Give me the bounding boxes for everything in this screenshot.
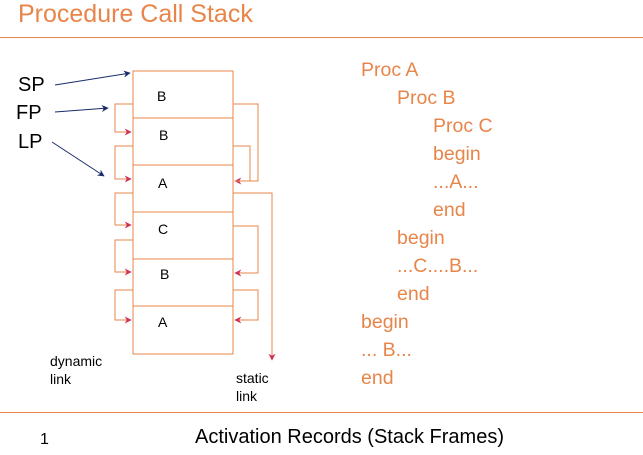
frame-label: A: [158, 314, 168, 330]
code-line: begin: [433, 143, 481, 165]
page-title: Procedure Call Stack: [18, 0, 253, 28]
dynamic-link-label-line: dynamic: [50, 353, 103, 369]
static-link: [233, 145, 251, 182]
sp-arrow: [54, 70, 131, 86]
frame-label: B: [159, 127, 169, 143]
code-line: ... B...: [361, 339, 412, 361]
code-line: begin: [361, 311, 409, 333]
footer-rule: [0, 412, 643, 413]
static-link: [233, 289, 259, 324]
code-line: begin: [397, 227, 445, 249]
static-link-label: static link: [236, 369, 269, 405]
dynamic-link-label: dynamic link: [50, 352, 102, 388]
static-links: [233, 103, 276, 361]
lp-arrow: [51, 141, 105, 177]
static-link: [233, 192, 276, 361]
static-link-label-line: link: [236, 388, 258, 404]
dynamic-link: [114, 192, 133, 229]
static-link: [233, 225, 259, 277]
code-line: ...C....B...: [397, 255, 479, 277]
code-line: end: [361, 367, 394, 389]
sp-label: SP: [18, 74, 45, 96]
frame-label: B: [157, 88, 167, 104]
dynamic-links: [114, 103, 133, 324]
code-line: Proc C: [433, 115, 493, 137]
code-line: Proc B: [397, 87, 456, 109]
code-line: end: [433, 199, 466, 221]
stack-frames: [132, 70, 234, 355]
dynamic-link: [114, 145, 133, 183]
code-line: end: [397, 283, 430, 305]
static-link: [233, 103, 259, 185]
dynamic-link-label-line: link: [50, 371, 72, 387]
lp-label: LP: [18, 131, 43, 153]
code-line: ...A...: [433, 171, 479, 193]
pointer-arrows: [51, 70, 131, 177]
page-number: 1: [40, 431, 49, 448]
dynamic-link: [114, 289, 133, 324]
static-link-label-line: static: [236, 370, 269, 386]
footer-caption: Activation Records (Stack Frames): [195, 426, 504, 448]
dynamic-link: [114, 239, 133, 276]
title-rule: [0, 37, 643, 38]
fp-label: FP: [16, 102, 42, 124]
dynamic-link: [114, 103, 133, 136]
fp-arrow: [54, 104, 109, 113]
frame-label: A: [158, 175, 168, 191]
frame-label: B: [160, 266, 170, 282]
frame-label: C: [158, 221, 169, 237]
code-line: Proc A: [361, 59, 419, 81]
